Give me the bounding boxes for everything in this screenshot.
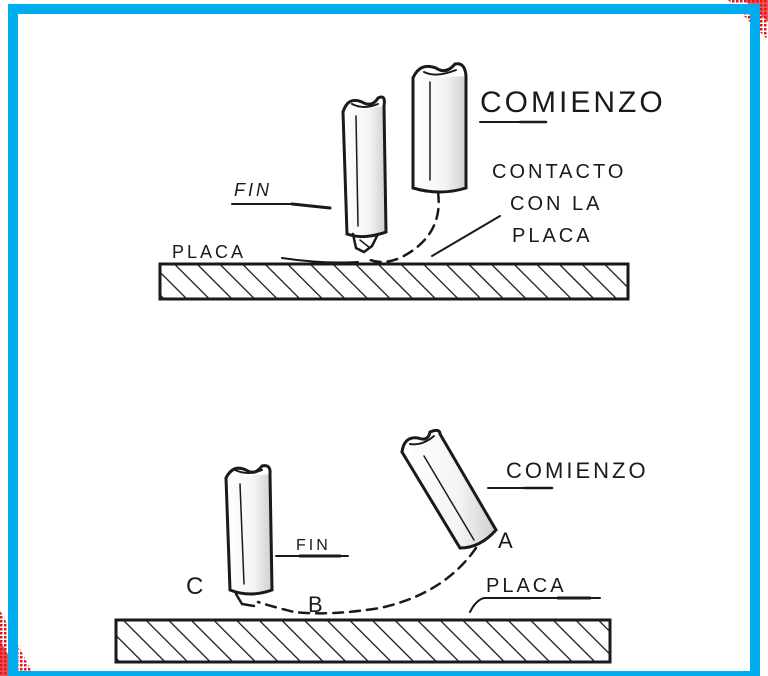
top-contact-line-3: PLACA [512, 225, 593, 247]
top-start-label: COMIENZO [480, 86, 666, 119]
bottom-plate-label: PLACA [486, 575, 567, 597]
bottom-start-label: COMIENZO [506, 458, 649, 483]
bottom-end-label: FIN [296, 537, 331, 554]
top-plate [158, 262, 630, 301]
top-diagram [158, 62, 630, 301]
bottom-start-electrode [400, 428, 498, 550]
top-contact-line-1: CONTACTO [492, 161, 626, 183]
top-arc-path [364, 190, 440, 264]
top-plate-label: PLACA [172, 242, 246, 262]
top-end-label: FIN [234, 180, 272, 200]
frame-border [8, 4, 760, 676]
bottom-diagram [114, 428, 612, 664]
top-contact-line-2: CON LA [510, 193, 602, 215]
bottom-point-a-label: A [498, 528, 516, 553]
bottom-end-electrode [224, 464, 274, 608]
bottom-plate [114, 618, 612, 664]
top-start-electrode [411, 62, 468, 194]
top-end-electrode [341, 95, 388, 254]
bottom-point-c-label: C [186, 573, 206, 600]
bottom-point-b-label: B [308, 592, 326, 617]
